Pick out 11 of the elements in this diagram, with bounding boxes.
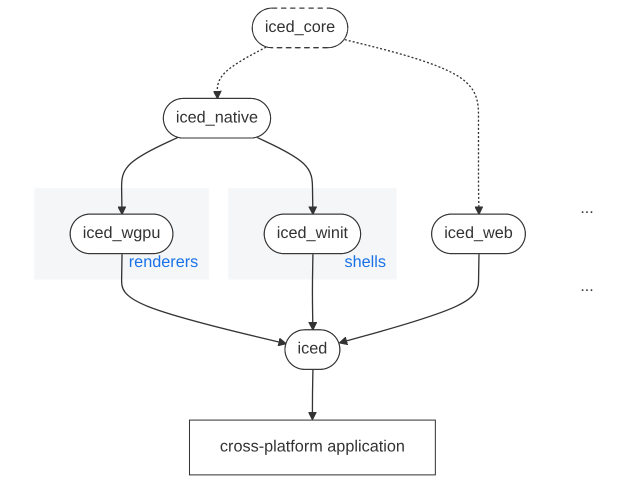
node-box: cross-platform application — [188, 420, 436, 476]
arrow — [212, 46, 266, 100]
arrow — [117, 136, 178, 216]
arrow — [338, 254, 480, 346]
arrow — [308, 370, 317, 420]
arrow — [308, 254, 318, 331]
arrow — [120, 254, 287, 346]
ellipsis-text: ... — [580, 200, 594, 218]
arrow — [257, 136, 318, 216]
arrow — [344, 38, 484, 216]
ellipsis-text: ... — [580, 278, 594, 296]
